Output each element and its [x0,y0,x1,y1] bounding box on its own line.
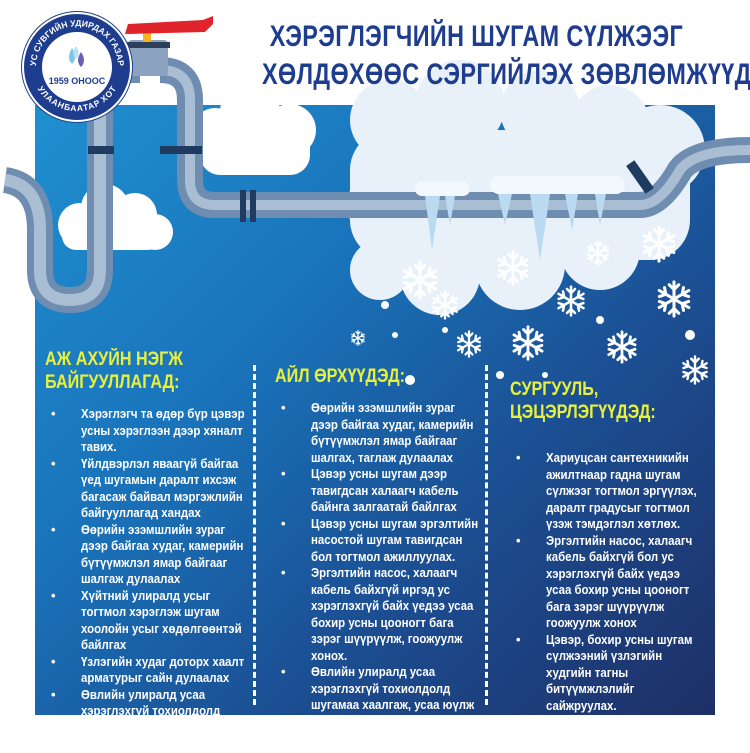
list-item: •Өвлийн улиралд усаа хэрэглэхгүй тохиолд… [281,664,475,729]
valve-icon [125,16,213,76]
list-item: •Цэвэр усны шугам эргэлтийн насостой шуг… [281,515,479,564]
list-item: •Цэвэр усны шугам дээр тавигдсан халаагч… [281,466,459,514]
section-schools-kindergartens: СУРГУУЛЬ, ЦЭЦЭРЛЭГҮҮДЭД: •Хариуцсан сант… [510,378,705,714]
list-item: •Өөрийн эзэмшлийн зураг дээр байгаа худа… [281,400,474,465]
list-item: •Хариуцсан сантехникийн ажилтнаар гадна … [516,450,697,531]
logo-inner: 1959 ОНООС [42,32,112,102]
cloud-top-center [193,82,316,175]
list-item: •Үйлдвэрлэл яваагүй байгаа үед шугамын д… [51,455,243,521]
list-item: •Цэвэр, бохир усны шугам сүлжээний үзлэг… [516,631,693,713]
list-item: •Хүйтний улиралд усыг тогтмол хэрэглэж ш… [51,587,242,653]
section-heading: СУРГУУЛЬ, ЦЭЦЭРЛЭГҮҮДЭД: [510,379,656,423]
title-line-1: ХЭРЭГЛЭГЧИЙН ШУГАМ СҮЛЖЭЭГ [269,20,684,53]
snowflakes [351,225,708,385]
list-item: •Өвлийн улиралд усаа хэрэглэхгүй тохиолд… [51,686,238,752]
advice-list: •Хариуцсан сантехникийн ажилтнаар гадна … [510,450,705,714]
logo-year: 1959 ОНООС [48,76,106,86]
list-item: •Үзлэгийн худаг доторх хаалт арматурыг с… [51,653,245,686]
page-title: ХЭРЭГЛЭГЧИЙН ШУГАМ СҮЛЖЭЭГ ХӨЛДӨХӨӨС СЭР… [262,18,750,94]
list-item: •Эргэлтийн насос, халаагч кабель байхгүй… [516,532,693,631]
section-households: АЙЛ ӨРХҮҮДЭД: •Өөрийн эзэмшлийн зураг дэ… [275,365,480,730]
section-heading: АЙЛ ӨРХҮҮДЭД: [275,366,406,387]
section-businesses: АЖ АХУЙН НЭГЖ БАЙГУУЛЛАГАД: •Хэрэглэгч т… [45,348,250,753]
list-item: •Эргэлтийн насос, халаагч кабель байхгүй… [281,565,474,663]
organization-logo: УС СУВГИЙН УДИРДАХ ГАЗАР УЛААНБААТАР ХОТ… [22,12,132,122]
cloud-left [58,184,173,250]
icicles [415,176,625,260]
column-divider-1 [253,365,256,705]
pipe-joints [88,146,654,222]
water-drop-icon [69,46,84,67]
section-heading: АЖ АХУЙН НЭГЖ БАЙГУУЛЛАГАД: [45,349,183,393]
column-divider-2 [485,365,488,705]
title-line-2: ХӨЛДӨХӨӨС СЭРГИЙЛЭХ ЗӨВЛӨМЖҮҮД [262,58,750,91]
advice-list: •Өөрийн эзэмшлийн зураг дээр байгаа худа… [275,400,480,730]
list-item: •Хэрэглэгч та өдөр бүр цэвэр усны хэрэгл… [51,406,245,454]
advice-list: •Хэрэглэгч та өдөр бүр цэвэр усны хэрэгл… [45,406,250,753]
list-item: •Өөрийн эзэмшлийн зураг дээр байгаа худа… [51,521,244,587]
